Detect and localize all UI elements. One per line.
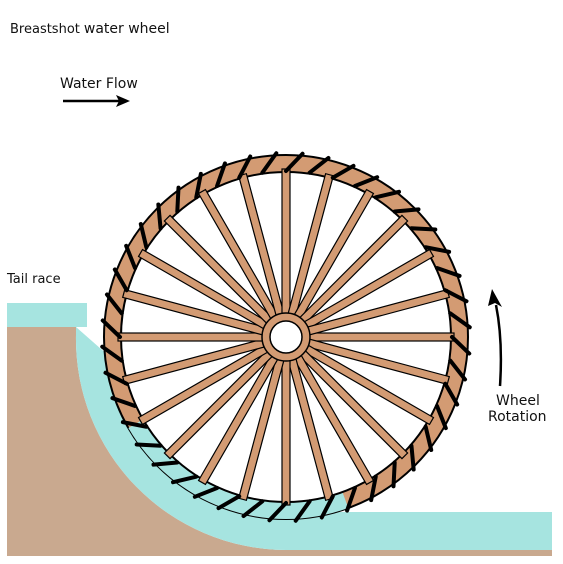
spoke [281,354,291,506]
bucket-paddle [138,222,149,250]
bucket-paddle [345,485,357,513]
bucket-paddle [409,226,438,232]
bucket-paddle [103,370,129,386]
bucket-paddle [443,288,469,304]
bucket-paddle [104,292,124,316]
bucket-paddle [260,151,279,175]
bucket-paddle [352,175,380,189]
bucket-paddle [369,474,378,503]
bucket-paddle [307,155,331,175]
spoke [281,168,291,320]
bucket-paddle [194,171,203,200]
bucket-paddle [293,499,312,523]
rotation-arrow [488,289,503,387]
bucket-paddle [110,396,138,408]
bucket-paddle [319,494,335,520]
headrace-water [7,303,87,327]
spoke [303,332,455,342]
rotation-label-line2: Rotation [488,409,547,425]
bucket-paddle [175,185,181,214]
bucket-paddle [171,474,199,485]
bucket-paddle [124,243,138,271]
bucket-paddle [237,154,253,180]
water-flow-arrow [63,95,130,107]
ground-earthworks [7,327,552,556]
bucket-paddle [112,267,129,293]
bucket-paddle [134,442,163,448]
bucket-paddle [267,501,288,523]
spoke [117,332,269,342]
bucket-paddle [423,424,434,452]
bucket-paddle [434,403,448,431]
axle-hole [269,320,303,354]
water-flow-label: Water Flow [60,76,138,92]
spokes [117,168,455,506]
bucket-paddle [215,161,227,189]
buckets [100,151,472,523]
bucket-paddle [120,420,149,429]
water-wheel [100,151,472,523]
bucket-paddle [100,318,122,339]
bucket-paddle [448,358,468,382]
bucket-paddle [391,460,397,489]
bucket-paddle [423,245,452,254]
bucket-paddle [409,443,416,472]
bucket-paddle [192,485,220,499]
bucket-paddle [373,189,401,200]
bucket-paddle [284,151,305,173]
bucket-paddle [216,494,242,511]
bucket-paddle [448,311,472,330]
bucket-paddle [156,202,163,231]
bucket-paddle [434,266,462,278]
bucket-paddle [330,163,356,180]
bucket-paddle [443,381,460,407]
bucket-paddle [151,460,180,467]
bucket-paddle [392,207,421,214]
bucket-paddle [450,335,472,356]
tailrace-water [286,512,552,550]
bucket-paddle [241,499,265,519]
tail-race-label: Tail race [6,272,61,287]
rotation-label-line1: Wheel [496,393,540,409]
bucket-paddle [100,344,124,363]
